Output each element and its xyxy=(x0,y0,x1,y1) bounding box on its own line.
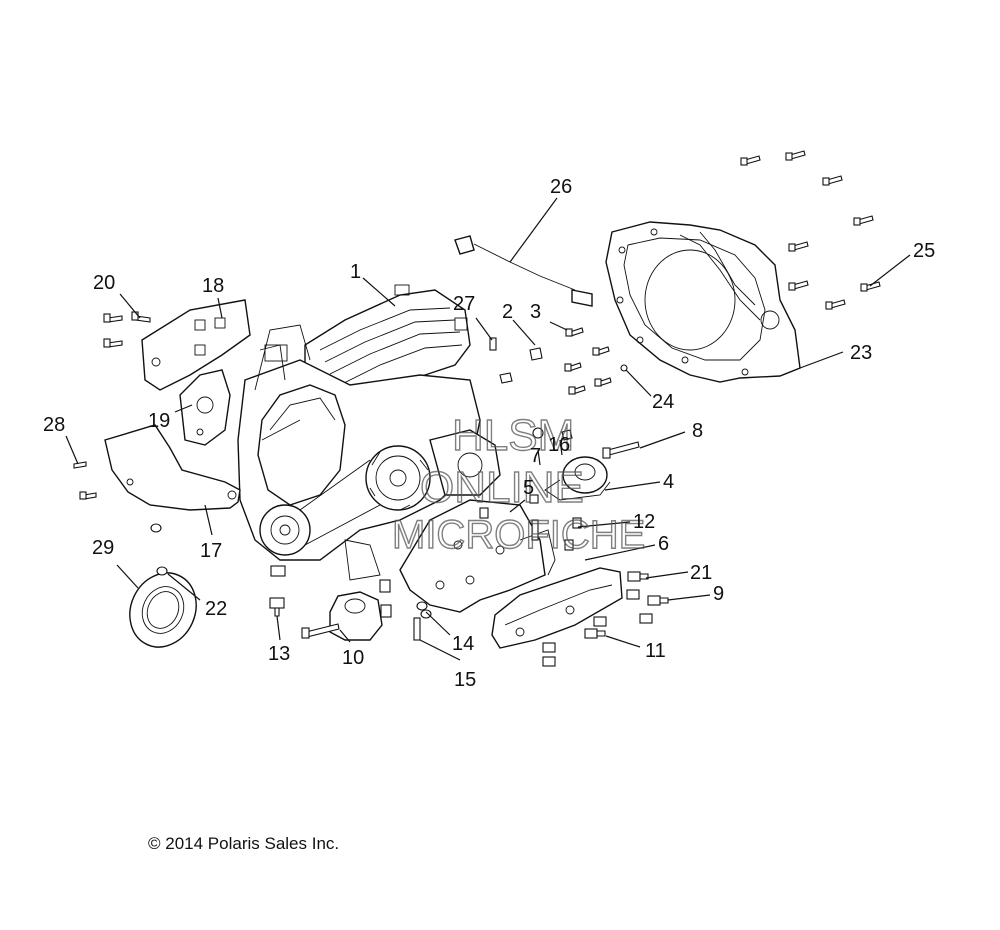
callout-26: 26 xyxy=(550,176,572,198)
callout-22: 22 xyxy=(205,598,227,620)
engine-assembly-part-1 xyxy=(237,284,501,581)
small-hardware xyxy=(73,327,640,500)
frame-bolts-9-11-12 xyxy=(479,494,669,667)
callout-21: 21 xyxy=(690,562,712,584)
callout-25: 25 xyxy=(913,240,935,262)
watermark-line-2: ONLINE xyxy=(420,463,584,512)
callout-23: 23 xyxy=(850,342,872,364)
leader-lines xyxy=(65,197,911,661)
callout-12: 12 xyxy=(633,511,655,533)
callout-5: 5 xyxy=(523,477,534,499)
callout-18: 18 xyxy=(202,275,224,297)
callout-28: 28 xyxy=(43,414,65,436)
callout-6: 6 xyxy=(658,533,669,555)
callout-8: 8 xyxy=(692,420,703,442)
callout-14: 14 xyxy=(452,633,474,655)
callout-10: 10 xyxy=(342,647,364,669)
callout-3: 3 xyxy=(530,301,541,323)
callout-1: 1 xyxy=(350,261,361,283)
housing-bolts-24 xyxy=(564,346,628,395)
copyright-notice: © 2014 Polaris Sales Inc. xyxy=(148,834,340,853)
callout-11: 11 xyxy=(645,640,666,662)
callout-17: 17 xyxy=(200,540,222,562)
callout-9: 9 xyxy=(713,583,724,605)
sensor-harness-part-26 xyxy=(454,235,593,307)
callout-29: 29 xyxy=(92,537,114,559)
engine-mount-part-10 xyxy=(301,591,383,641)
frame-mount-part-21 xyxy=(491,567,623,649)
mount-bolts-13-14-15 xyxy=(269,565,432,641)
callout-labels: 1 2 3 4 5 6 7 8 9 10 11 12 13 14 15 16 1… xyxy=(43,176,935,691)
callout-13: 13 xyxy=(268,643,290,665)
seal-part-29 xyxy=(129,572,197,648)
watermark-line-3: MICROFICHE xyxy=(392,513,645,557)
callout-19: 19 xyxy=(148,410,170,432)
washer-part-22 xyxy=(150,523,168,576)
callout-24: 24 xyxy=(652,391,674,413)
watermark-line-1: HLSM xyxy=(452,411,574,460)
bell-housing-bolts-25 xyxy=(740,150,881,310)
watermark: HLSM ONLINE MICROFICHE xyxy=(391,410,646,557)
callout-20: 20 xyxy=(93,272,115,294)
callout-2: 2 xyxy=(502,301,513,323)
callout-15: 15 xyxy=(454,669,476,691)
bell-housing-part-23 xyxy=(605,221,801,383)
engine-mount-part-4 xyxy=(544,456,611,501)
callout-4: 4 xyxy=(663,471,674,493)
callout-16: 16 xyxy=(548,434,570,456)
heat-shield-part-17 xyxy=(104,424,241,511)
callout-27: 27 xyxy=(453,293,475,315)
bracket-part-19 xyxy=(179,369,231,446)
callout-7: 7 xyxy=(530,445,541,467)
bracket-part-18 xyxy=(141,299,251,391)
